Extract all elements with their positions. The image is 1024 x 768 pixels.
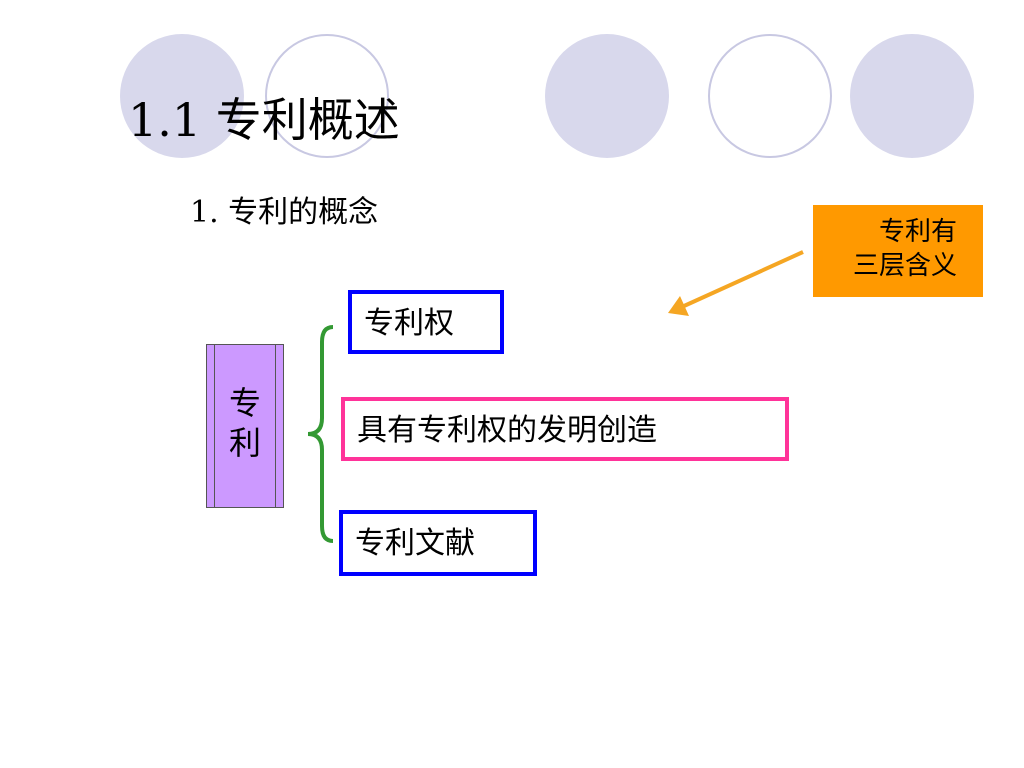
callout-line-2: 三层含义 [852, 251, 957, 281]
arrow-icon [668, 250, 804, 316]
main-term-label: 专 利 [207, 383, 283, 463]
callout-line-1: 专利有 [878, 217, 957, 247]
main-term-edge-left [214, 345, 215, 507]
decor-circle-ring-1 [265, 34, 389, 158]
decor-circle-filled-3 [850, 34, 974, 158]
callout-box: 专利有 三层含义 [813, 205, 983, 297]
main-term-char-2: 利 [228, 424, 261, 462]
decor-circle-filled-1 [120, 34, 244, 158]
meaning-label: 具有专利权的发明创造 [357, 413, 657, 448]
meaning-box-patent-right: 专利权 [348, 290, 504, 354]
section-subheading: 1. 专利的概念 [190, 195, 379, 230]
main-term-char-1: 专 [228, 384, 261, 422]
meaning-box-patent-documents: 专利文献 [339, 510, 537, 576]
slide-title: 1.1 专利概述 [128, 93, 400, 147]
meaning-box-patented-invention: 具有专利权的发明创造 [341, 397, 789, 461]
main-term-box: 专 利 [206, 344, 284, 508]
decor-circle-filled-2 [545, 34, 669, 158]
meaning-label: 专利文献 [355, 526, 475, 561]
meaning-label: 专利权 [364, 306, 454, 341]
curly-brace-icon [307, 325, 334, 543]
decor-circle-ring-2 [708, 34, 832, 158]
main-term-edge-right [275, 345, 276, 507]
